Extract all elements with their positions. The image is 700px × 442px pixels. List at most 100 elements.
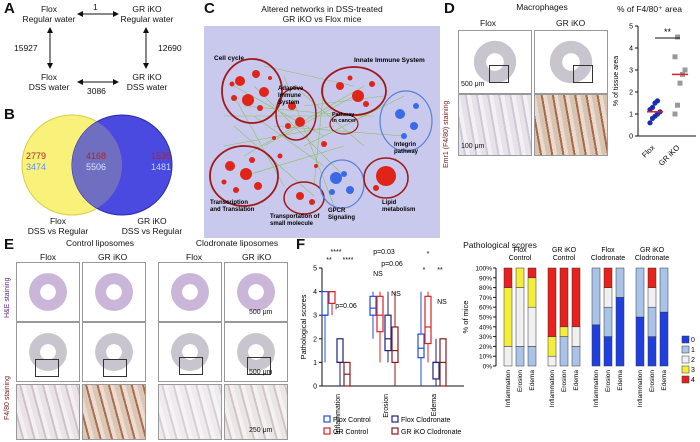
col-label-flox: Flox <box>480 18 497 28</box>
data-point <box>647 120 653 126</box>
legend-swatch <box>681 365 690 374</box>
p-value-annotation: p=0.06 <box>381 261 403 268</box>
cluster-label: Cell cycle <box>214 55 244 62</box>
box <box>417 333 425 359</box>
venn-label-line: Flox <box>49 216 67 226</box>
x-tick-label: Edema <box>617 370 624 391</box>
box <box>376 295 384 333</box>
stack-segment <box>603 306 613 337</box>
x-tick-label: Erosion <box>517 370 524 392</box>
y-tick-label: 30% <box>479 334 492 341</box>
stack-segment <box>527 306 537 347</box>
y-tick-label: 50% <box>479 315 492 322</box>
cluster-cell-cycle <box>221 58 283 124</box>
macrophages-header: Macrophages <box>516 2 568 12</box>
y-tick-label: 1 <box>629 112 633 119</box>
stack-segment <box>603 287 613 308</box>
legend-label: 3 <box>691 367 695 374</box>
micro-he-griko-clodronate: 500 μm <box>224 262 288 322</box>
col-label: Flox <box>40 252 57 262</box>
box <box>336 338 344 364</box>
box <box>328 290 336 304</box>
panel-a-arrows <box>47 11 149 85</box>
panel-label: D <box>444 0 455 17</box>
micro-zoom-flox-clodronate <box>158 384 222 440</box>
data-point <box>675 34 680 40</box>
x-tick-label: Inflammation <box>549 370 556 408</box>
cluster-label: Innate Immune System <box>354 57 425 64</box>
zoom-box <box>247 357 271 375</box>
p-value-annotation: p=0.03 <box>373 249 395 256</box>
legend-label: GR Control <box>333 429 368 436</box>
p-value-annotation: ** <box>326 257 332 264</box>
group-label: Clodronate <box>635 255 669 262</box>
data-point <box>677 80 683 86</box>
venn-diagram <box>21 114 173 216</box>
legend-swatch <box>681 345 690 354</box>
y-tick-label: 0% <box>483 364 493 371</box>
row-label-f480: F4/80 staining <box>4 376 11 420</box>
y-tick-label: 100% <box>475 266 492 273</box>
x-tick-label: Edema <box>573 370 580 391</box>
p-value-annotation: NS <box>391 291 401 298</box>
y-tick-label: 3 <box>629 68 633 75</box>
y-tick-label: 3 <box>313 313 317 320</box>
x-tick-label: Flox <box>640 143 657 160</box>
node-line: GR iKO <box>132 72 162 82</box>
stack-segment <box>571 326 581 347</box>
node-line: DSS water <box>126 82 168 92</box>
stack-segment <box>647 287 657 308</box>
zoom-box <box>489 65 509 83</box>
panel-label: C <box>204 0 215 17</box>
group-label-control: Control liposomes <box>65 238 135 248</box>
y-tick-label: 5 <box>313 266 317 273</box>
venn-left-up: 2779 <box>26 151 47 161</box>
col-label-griko: GR iKO <box>556 18 586 28</box>
p-value-annotation: ** <box>437 267 443 274</box>
zoom-box <box>179 357 203 375</box>
micro-f480-flox-control <box>16 322 80 382</box>
cluster-adaptive <box>275 87 317 141</box>
scale-label: 500 μm <box>249 309 273 316</box>
stack-segment <box>559 336 569 367</box>
edge-top-value: 1 <box>93 2 98 12</box>
x-tick-label: Erosion <box>649 370 656 392</box>
stack-segment <box>547 267 557 337</box>
y-tick-label: 60% <box>479 305 492 312</box>
panel-label: F <box>296 236 306 253</box>
node-line: Regular water <box>120 14 174 24</box>
venn-left-label: Flox DSS vs Regular <box>18 216 98 236</box>
node-griko-regular: GR iKO Regular water <box>112 4 182 24</box>
y-tick-label: 10% <box>479 354 492 361</box>
y-tick-label: 0 <box>629 134 633 141</box>
y-tick-label: 4 <box>313 289 317 296</box>
cluster-gpcr <box>319 159 365 209</box>
y-tick-label: 0 <box>313 384 317 391</box>
y-tick-label: 70% <box>479 295 492 302</box>
x-tick-label: Edema <box>661 370 668 391</box>
data-point <box>675 102 680 108</box>
significance-mark: ** <box>664 27 672 37</box>
x-tick-label: Erosion <box>561 370 568 392</box>
group-label: GR iKO <box>552 247 577 254</box>
zoom-box <box>35 359 59 377</box>
x-tick-label: Edema <box>529 370 536 391</box>
stack-segment <box>527 277 537 308</box>
stack-segment <box>647 267 657 288</box>
y-tick-label: 2 <box>313 336 317 343</box>
p-value-annotation: * <box>423 267 426 274</box>
stack-segment <box>571 346 581 367</box>
edge-left-value: 15927 <box>14 43 38 53</box>
x-tick-label: GR iKO <box>657 143 682 168</box>
cluster-transcription <box>209 145 279 207</box>
venn-label-line: DSS vs Regular <box>27 226 89 236</box>
venn-right-up: 1535 <box>151 151 172 161</box>
network-title: Altered networks in DSS-treated GR iKO v… <box>222 4 422 24</box>
node-line: Regular water <box>22 14 76 24</box>
micro-griko-high <box>534 94 608 156</box>
